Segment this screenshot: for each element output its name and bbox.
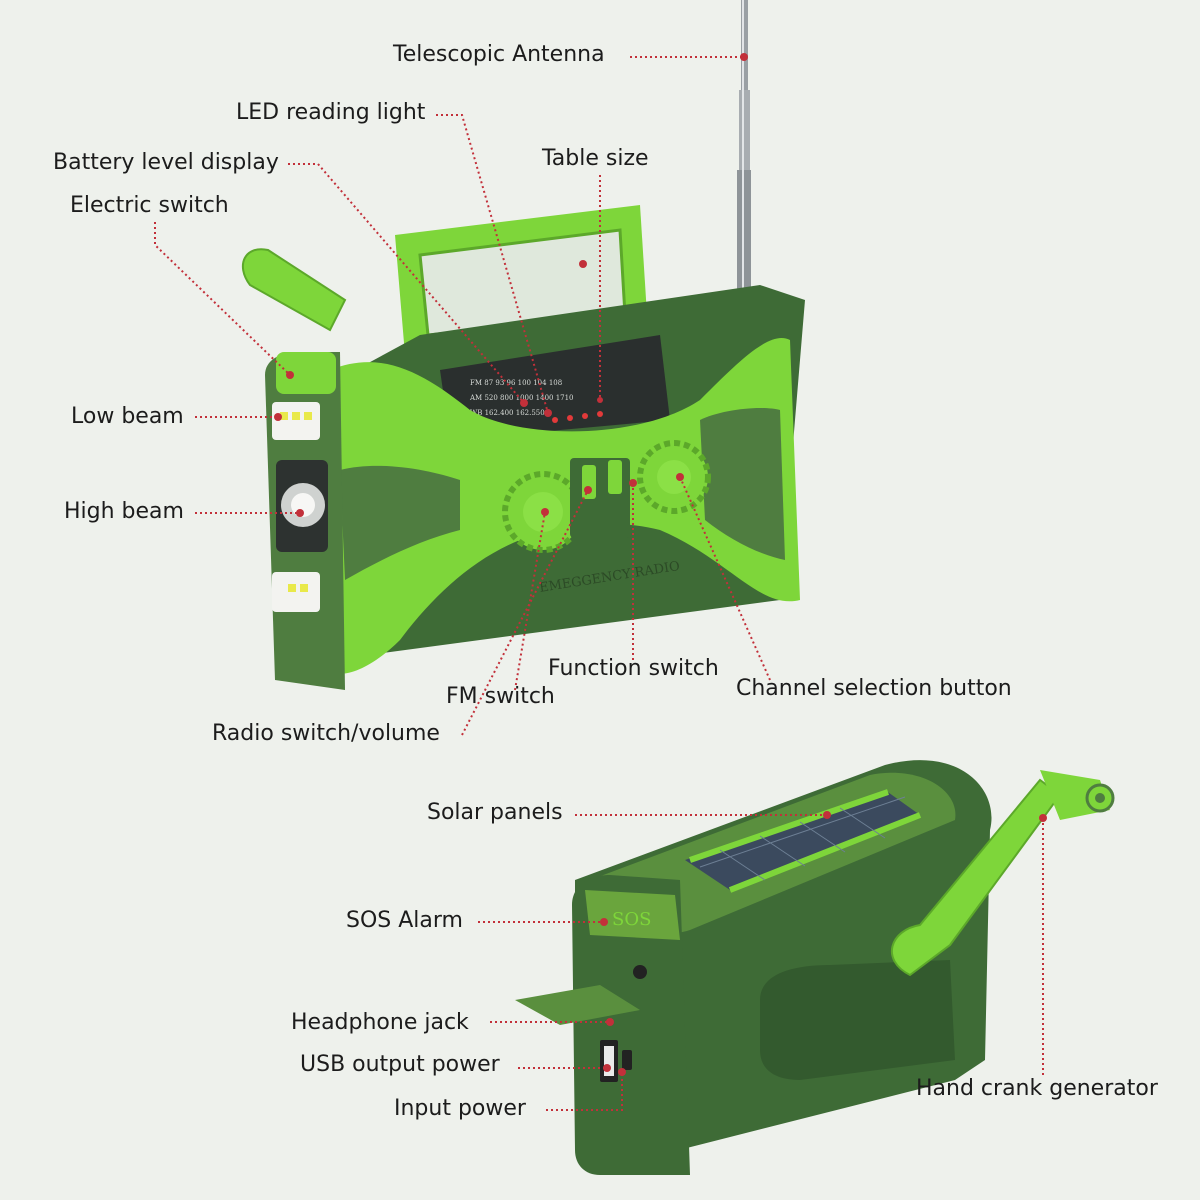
label-channel-selection-button: Channel selection button [736, 676, 1012, 701]
flashlight-icon [265, 352, 345, 690]
label-function-switch: Function switch [548, 656, 719, 681]
label-electric-switch: Electric switch [70, 193, 229, 218]
label-high-beam: High beam [64, 499, 184, 524]
label-usb-output-power: USB output power [300, 1052, 500, 1077]
label-solar-panels: Solar panels [427, 800, 563, 825]
solar-panel-icon [685, 789, 922, 893]
label-battery-level-display: Battery level display [53, 150, 279, 175]
label-low-beam: Low beam [71, 404, 184, 429]
sos-button-text: SOS [612, 909, 651, 930]
label-headphone-jack: Headphone jack [291, 1010, 469, 1035]
label-hand-crank-generator: Hand crank generator [916, 1076, 1158, 1101]
antenna-icon [737, 0, 751, 290]
label-telescopic-antenna: Telescopic Antenna [393, 42, 605, 67]
dial-row-fm: FM 87 93 96 100 104 108 [470, 379, 562, 387]
leader-lines [154, 56, 1044, 1111]
leader-dots [274, 53, 1047, 1076]
label-radio-switch-volume: Radio switch/volume [212, 721, 440, 746]
label-led-reading-light: LED reading light [236, 100, 426, 125]
knob-icon [502, 440, 711, 553]
dial-row-am: AM 520 800 1000 1400 1710 [469, 394, 574, 402]
label-sos-alarm: SOS Alarm [346, 908, 463, 933]
label-table-size: Table size [542, 146, 649, 171]
crank-handle-icon [241, 248, 347, 332]
tuning-display [440, 335, 670, 440]
usb-port-icon [600, 1040, 632, 1082]
dial-row-wb: WB 162.400 162.550 [470, 409, 545, 417]
label-fm-switch: FM switch [446, 684, 555, 709]
label-input-power: Input power [394, 1096, 526, 1121]
